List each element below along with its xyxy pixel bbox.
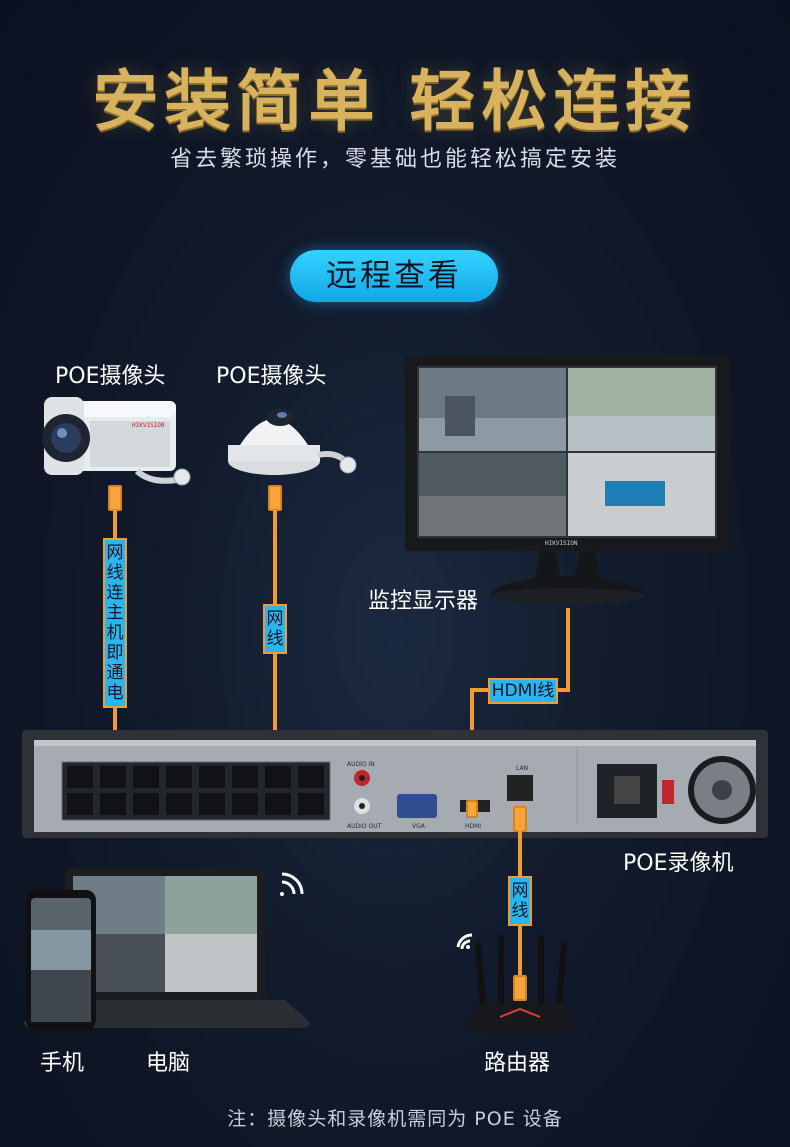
phone-label: 手机 bbox=[40, 1051, 85, 1076]
camera-dome-label: POE摄像头 bbox=[216, 364, 327, 389]
footer-note: 注：摄像头和录像机需同为 POE 设备 bbox=[227, 1108, 563, 1130]
remote-view-badge: 远程查看 bbox=[290, 250, 498, 302]
nvr-vga-label: VGA bbox=[412, 823, 425, 830]
nvr-hdmi-plug bbox=[466, 800, 478, 818]
dome-camera-image bbox=[222, 393, 362, 488]
router-plug bbox=[513, 975, 527, 1001]
page-title: 安装简单 轻松连接 bbox=[92, 63, 698, 140]
bullet-camera-image: HIKVISION bbox=[42, 393, 192, 488]
nvr-audio-out-label: AUDIO OUT bbox=[347, 823, 382, 830]
nvr-label: POE录像机 bbox=[623, 851, 734, 876]
hdmi-cable-vertical-top bbox=[566, 608, 570, 692]
page-subtitle: 省去繁琐操作，零基础也能轻松搞定安装 bbox=[169, 147, 620, 172]
nvr-hdmi-label: HDMI bbox=[465, 823, 482, 830]
camera-bullet-label: POE摄像头 bbox=[55, 364, 166, 389]
router-cable-tag: 网线 bbox=[508, 876, 532, 926]
nvr-audio-in-label: AUDIO IN bbox=[347, 761, 375, 768]
router-label: 路由器 bbox=[484, 1051, 551, 1076]
pc-label: 电脑 bbox=[146, 1051, 191, 1076]
hdmi-cable-tag: HDMI线 bbox=[488, 678, 558, 704]
camera2-cable-tag: 网线 bbox=[263, 604, 287, 654]
svg-text:HIKVISION: HIKVISION bbox=[545, 540, 578, 547]
camera2-plug bbox=[268, 485, 282, 511]
nvr-lan-label: LAN bbox=[516, 765, 529, 772]
monitor-image: HIKVISION bbox=[405, 356, 730, 606]
svg-text:HIKVISION: HIKVISION bbox=[132, 422, 165, 429]
laptop-phone-image bbox=[20, 860, 315, 1040]
nvr-image bbox=[22, 730, 768, 838]
nvr-lan-plug bbox=[513, 806, 527, 832]
router-image bbox=[440, 925, 600, 1040]
camera1-cable-tag: 网线连主机即通电 bbox=[103, 538, 127, 708]
camera1-plug bbox=[108, 485, 122, 511]
monitor-label: 监控显示器 bbox=[368, 589, 479, 614]
